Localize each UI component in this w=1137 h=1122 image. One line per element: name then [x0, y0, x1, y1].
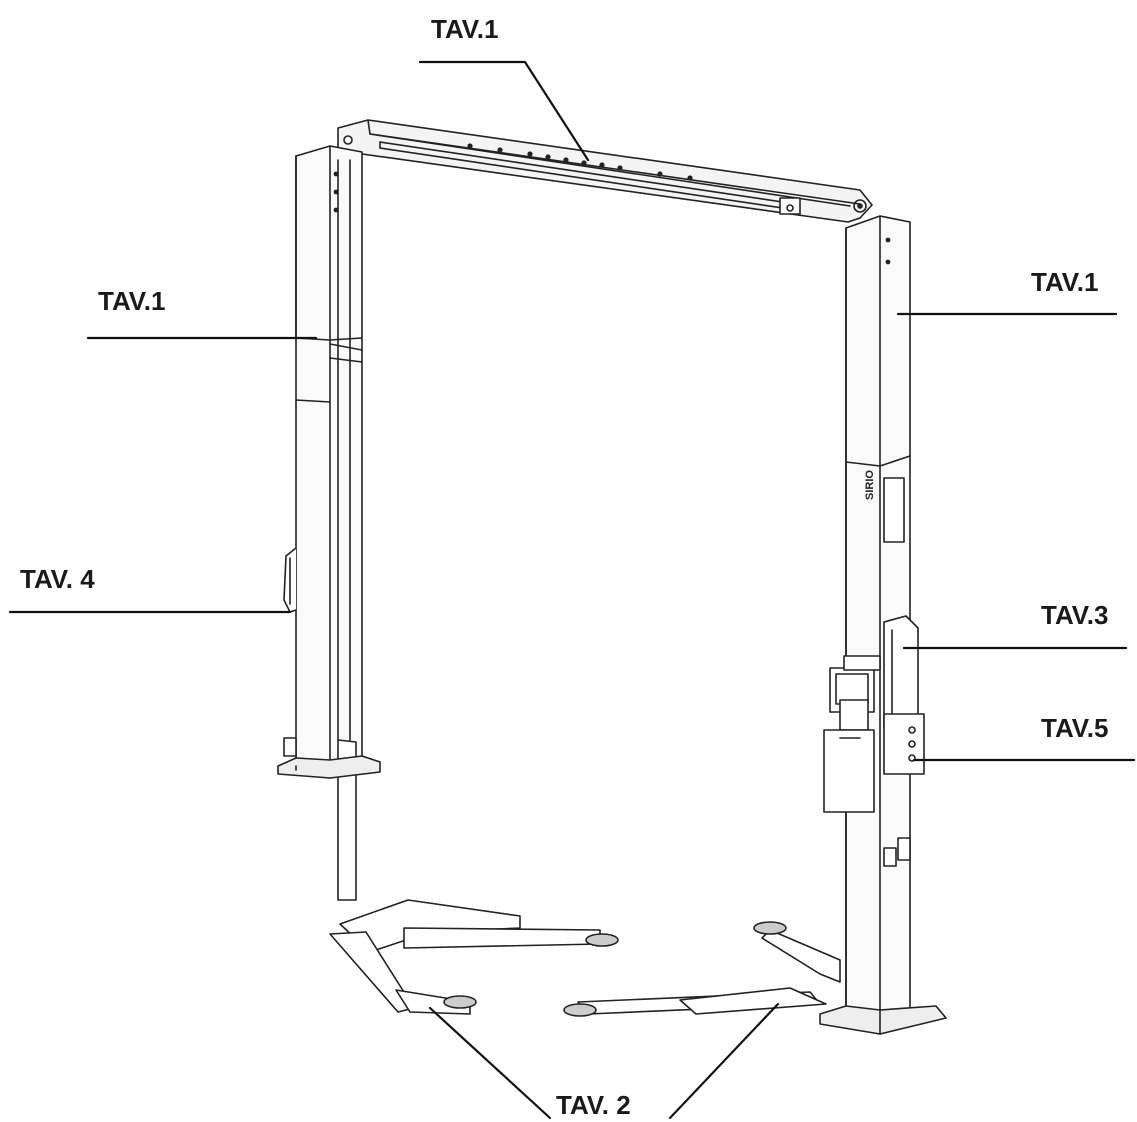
top-beam [337, 119, 873, 223]
callout-carriage: TAV.3 [1041, 600, 1109, 630]
right-column [819, 215, 947, 1035]
callout-left-side: TAV. 4 [20, 564, 95, 594]
callout-arms: TAV. 2 [556, 1090, 631, 1120]
leader-lines [8, 60, 1136, 1120]
callout-right-post: TAV.1 [1031, 267, 1099, 297]
callout-left-post: TAV.1 [98, 286, 166, 316]
callout-control-box: TAV.5 [1041, 713, 1109, 743]
left-column [277, 145, 381, 901]
left-lift-arms [329, 899, 619, 1015]
brand-mark: SIRIO [864, 470, 876, 500]
callout-top-beam: TAV.1 [431, 14, 499, 44]
right-lift-arms [563, 921, 841, 1017]
